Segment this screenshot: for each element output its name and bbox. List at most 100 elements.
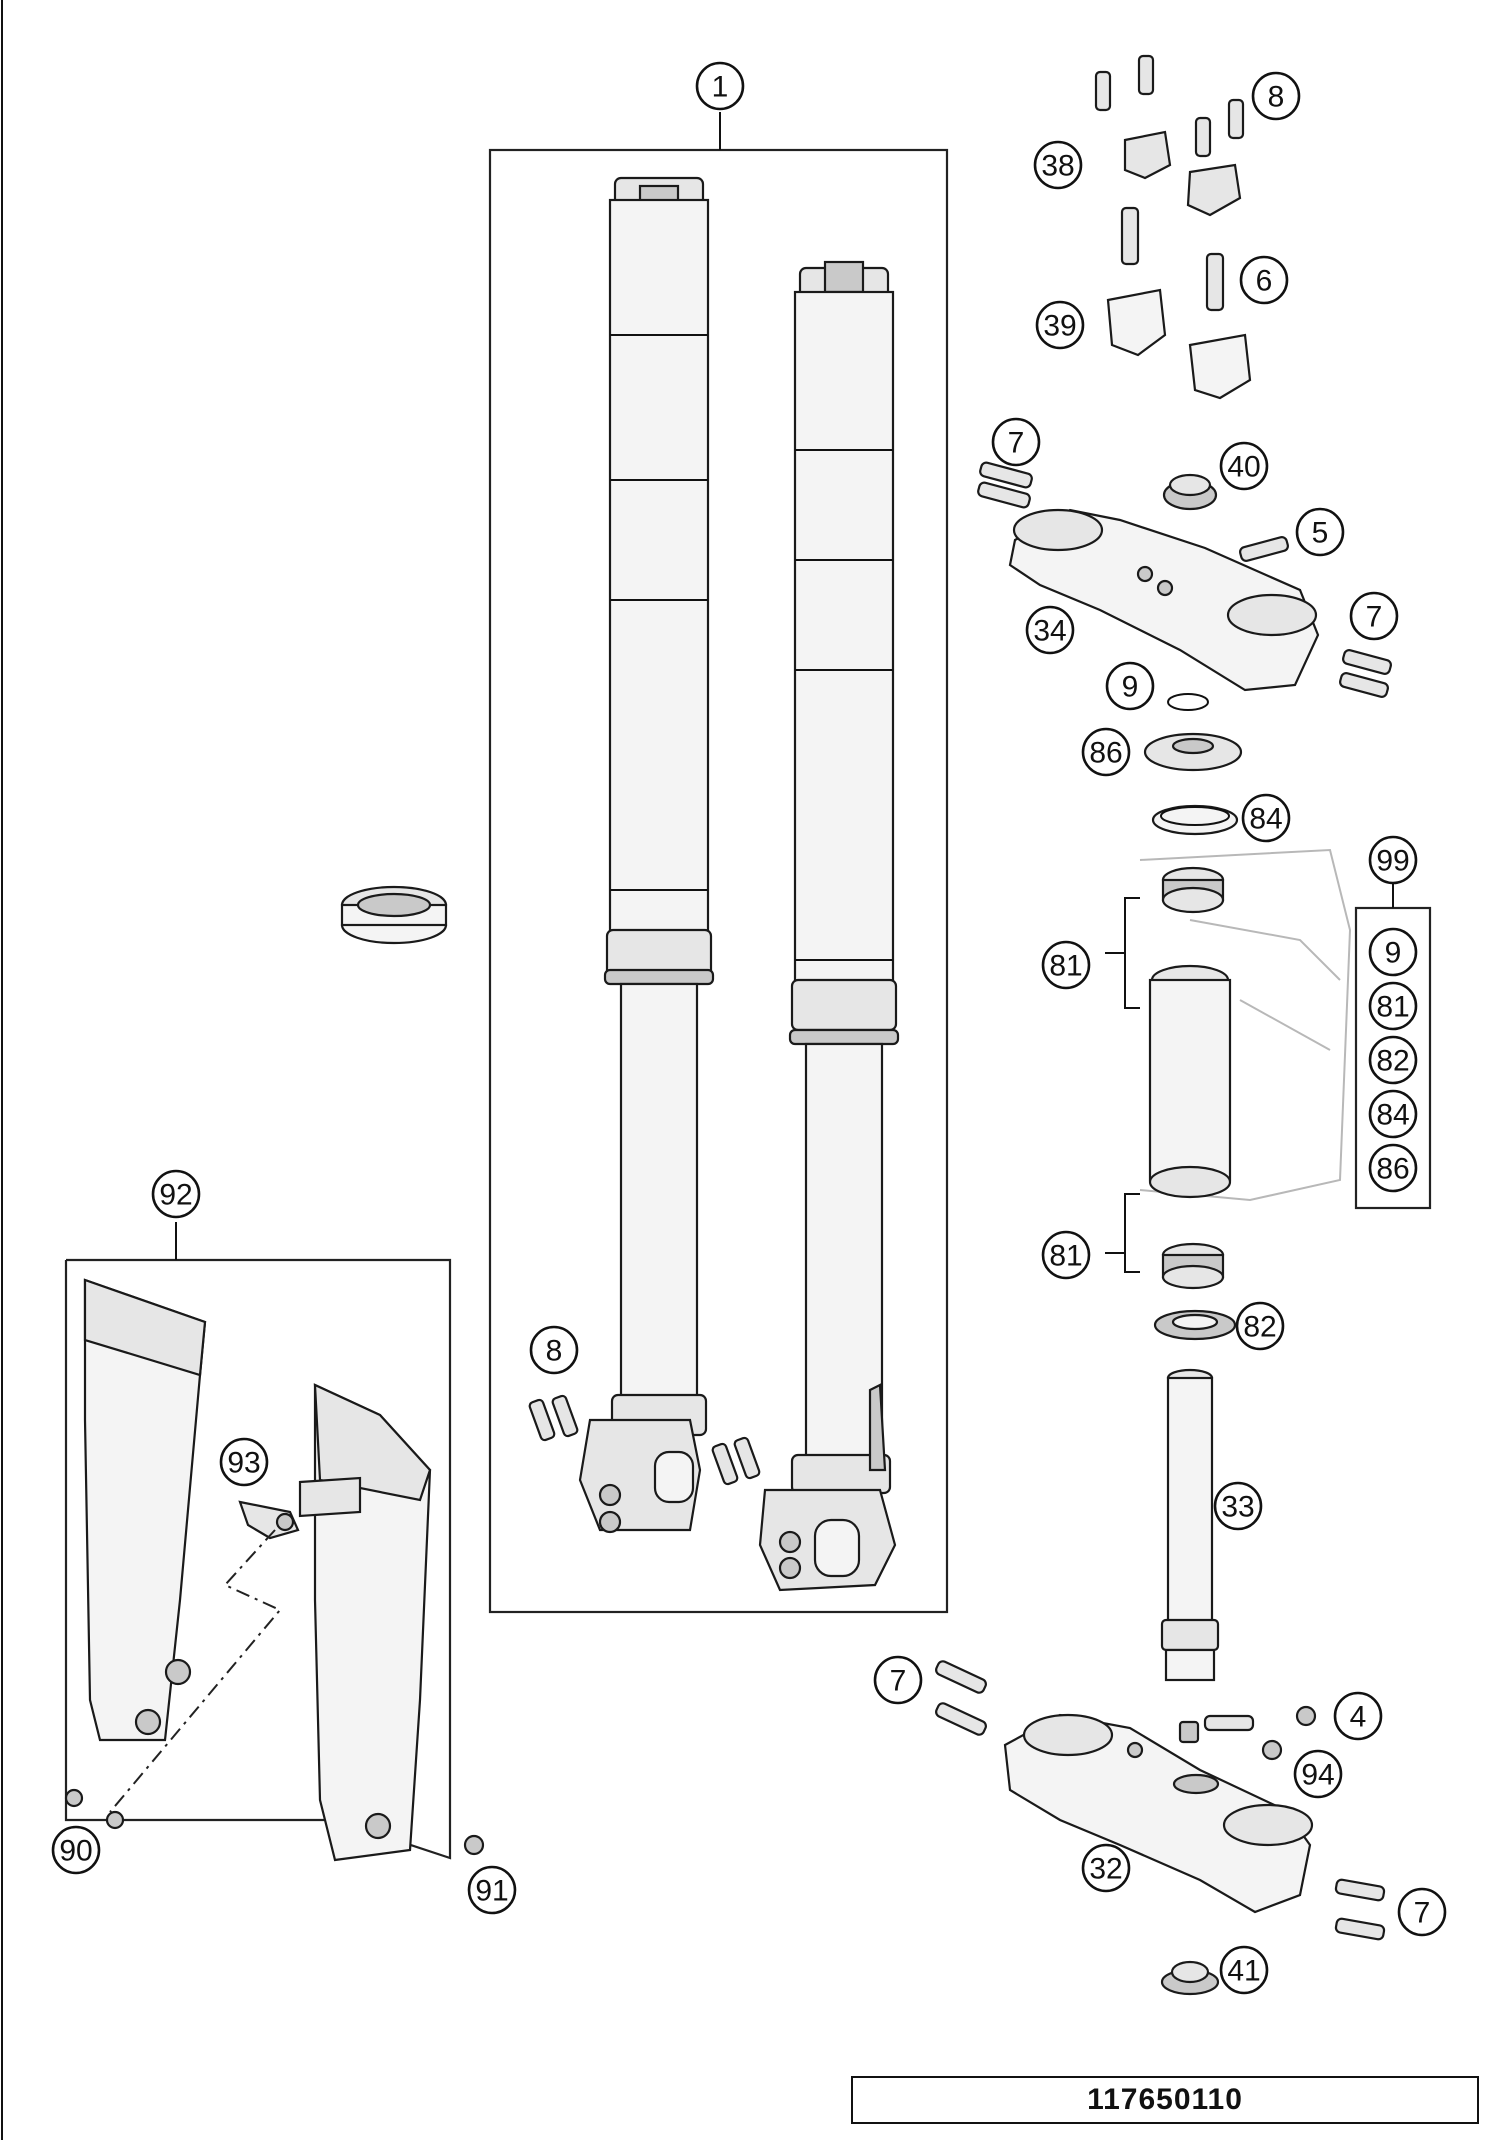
- callout-circle: [1239, 255, 1289, 305]
- callout-circle: [1041, 940, 1091, 990]
- callout-90: 90: [51, 1825, 101, 1875]
- callout-label: 8: [546, 1335, 563, 1368]
- callout-label: 94: [1301, 1759, 1334, 1792]
- callout-8: 8: [1251, 71, 1301, 121]
- callout-circle: [1025, 605, 1075, 655]
- callout-circle: [1081, 1843, 1131, 1893]
- callout-circle: [219, 1437, 269, 1487]
- callout-7: 7: [1349, 591, 1399, 641]
- callout-label: 81: [1049, 950, 1082, 983]
- callout-5: 5: [1295, 507, 1345, 557]
- callout-82: 82: [1368, 1035, 1418, 1085]
- callout-circle: [1105, 661, 1155, 711]
- axle-clamp-bolts-left: [528, 1394, 579, 1442]
- callout-label: 7: [1008, 427, 1025, 460]
- callout-4: 4: [1333, 1691, 1383, 1741]
- callout-label: 82: [1376, 1045, 1409, 1078]
- callout-84: 84: [1368, 1089, 1418, 1139]
- callout-92: 92: [151, 1169, 201, 1219]
- callout-91: 91: [467, 1865, 517, 1915]
- callout-circle: [1219, 1945, 1269, 1995]
- callout-8: 8: [529, 1325, 579, 1375]
- callout-circle: [1368, 1035, 1418, 1085]
- callout-circle: [695, 61, 745, 111]
- steering-stem: [1160, 1368, 1220, 1682]
- right-fork-leg: [758, 260, 900, 1592]
- callout-7: 7: [1397, 1887, 1447, 1937]
- callout-circle: [1235, 1301, 1285, 1351]
- callout-1: 1: [695, 61, 745, 111]
- callout-label: 7: [890, 1665, 907, 1698]
- callout-label: 86: [1376, 1153, 1409, 1186]
- callout-label: 81: [1376, 991, 1409, 1024]
- callout-circle: [1368, 981, 1418, 1031]
- callout-label: 8: [1268, 81, 1285, 114]
- callout-label: 92: [159, 1179, 192, 1212]
- callout-circle: [1397, 1887, 1447, 1937]
- callout-circle: [1041, 1230, 1091, 1280]
- callout-label: 84: [1249, 803, 1282, 836]
- callout-label: 41: [1227, 1955, 1260, 1988]
- callout-41: 41: [1219, 1945, 1269, 1995]
- left-fork-leg: [578, 176, 715, 1534]
- callout-label: 5: [1312, 517, 1329, 550]
- callout-circle: [1219, 441, 1269, 491]
- callout-circle: [529, 1325, 579, 1375]
- fork-assembly-box: [488, 148, 949, 1614]
- callout-label: 86: [1089, 737, 1122, 770]
- callout-label: 1: [712, 71, 729, 104]
- callout-81: 81: [1368, 981, 1418, 1031]
- callout-32: 32: [1081, 1843, 1131, 1893]
- bracket-dash-line: [109, 1529, 282, 1813]
- callout-99: 99: [1368, 835, 1418, 885]
- callout-label: 38: [1041, 150, 1074, 183]
- callout-circle: [1251, 71, 1301, 121]
- steering-head-parts: [1105, 693, 1432, 1341]
- callout-circle: [1333, 1691, 1383, 1741]
- callout-circle: [151, 1169, 201, 1219]
- callout-34: 34: [1025, 605, 1075, 655]
- left-fork-protector: [83, 1278, 207, 1742]
- callout-label: 93: [227, 1447, 260, 1480]
- callout-94: 94: [1293, 1749, 1343, 1799]
- callout-7: 7: [991, 417, 1041, 467]
- callout-circle: [1081, 727, 1131, 777]
- callout-label: 7: [1366, 601, 1383, 634]
- callout-label: 6: [1256, 265, 1273, 298]
- callout-81: 81: [1041, 1230, 1091, 1280]
- drawing-number: 117650110: [1087, 2083, 1243, 2116]
- callout-circle: [1241, 793, 1291, 843]
- callout-label: 34: [1033, 615, 1066, 648]
- callout-circle: [51, 1825, 101, 1875]
- callout-label: 84: [1376, 1099, 1409, 1132]
- callout-circle: [873, 1655, 923, 1705]
- callout-circle: [1368, 1089, 1418, 1139]
- top-triple-clamp-group: [977, 461, 1392, 698]
- callout-6: 6: [1239, 255, 1289, 305]
- callout-40: 40: [1219, 441, 1269, 491]
- callout-circle: [1295, 507, 1345, 557]
- callout-84: 84: [1241, 793, 1291, 843]
- fork-protector-group: [64, 1222, 485, 1862]
- callout-circle: [991, 417, 1041, 467]
- callout-label: 9: [1122, 671, 1139, 704]
- callout-circle: [467, 1865, 517, 1915]
- callout-93: 93: [219, 1437, 269, 1487]
- callout-label: 40: [1227, 451, 1260, 484]
- callout-9: 9: [1105, 661, 1155, 711]
- protector-bracket: [238, 1500, 300, 1540]
- drawing-number-box: 117650110: [851, 2076, 1479, 2124]
- callout-label: 39: [1043, 310, 1076, 343]
- right-fork-protector: [298, 1383, 432, 1862]
- callout-86: 86: [1368, 1143, 1418, 1193]
- callout-7: 7: [873, 1655, 923, 1705]
- adjuster-ring: [340, 885, 448, 945]
- protector-screws: [64, 1788, 485, 1856]
- callout-circle: [1213, 1481, 1263, 1531]
- callout-label: 32: [1089, 1853, 1122, 1886]
- callout-label: 7: [1414, 1897, 1431, 1930]
- handlebar-clamp-group: [1094, 54, 1252, 400]
- callout-label: 9: [1385, 937, 1402, 970]
